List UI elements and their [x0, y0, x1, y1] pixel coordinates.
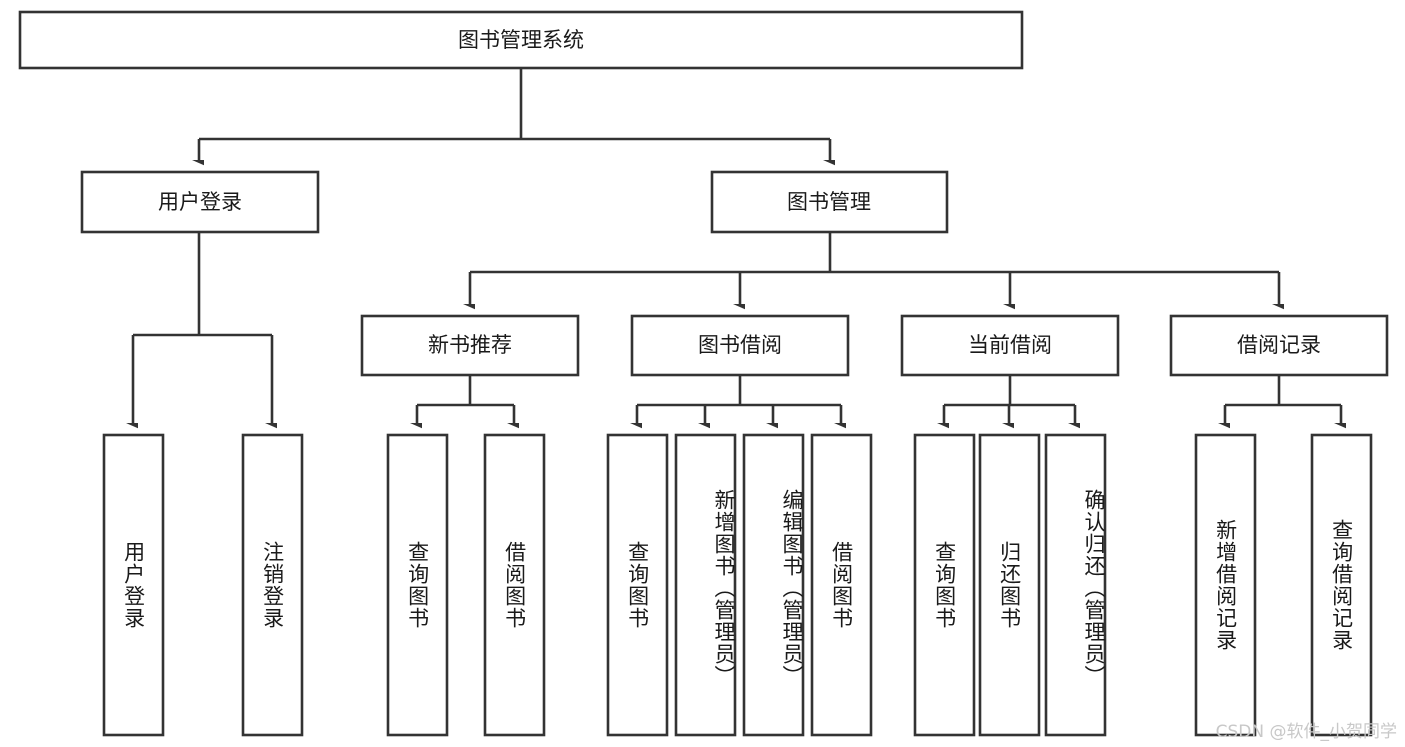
connector-book-borrow-children	[637, 375, 841, 423]
leaf-box-confirm-return-admin[interactable]	[1044, 433, 1107, 737]
connector-book-manage-to-level3	[470, 232, 1279, 304]
node-current-borrow-label: 当前借阅	[968, 333, 1052, 357]
node-book-borrow[interactable]: 图书借阅	[630, 314, 850, 377]
connector-user-login-children	[133, 232, 272, 423]
connector-borrow-record-children	[1225, 375, 1341, 423]
leaf-box-edit-book-admin[interactable]	[742, 433, 805, 737]
node-borrow-record[interactable]: 借阅记录	[1169, 314, 1389, 377]
connector-current-borrow-children	[944, 375, 1075, 423]
node-book-manage-label: 图书管理	[787, 190, 871, 214]
connector-root-to-level2	[199, 68, 830, 160]
node-borrow-record-label: 借阅记录	[1237, 333, 1321, 357]
connector-new-book-children	[417, 375, 514, 423]
node-new-book-recommend-label: 新书推荐	[428, 333, 512, 357]
node-root-label: 图书管理系统	[458, 28, 584, 52]
leaf-box-logout[interactable]	[241, 433, 304, 737]
node-book-manage[interactable]: 图书管理	[710, 170, 949, 234]
leaf-box-query-borrow-record[interactable]	[1310, 433, 1373, 737]
leaf-box-borrow-book-1[interactable]	[483, 433, 546, 737]
leaf-box-user-login[interactable]	[102, 433, 165, 737]
node-book-borrow-label: 图书借阅	[698, 333, 782, 357]
node-current-borrow[interactable]: 当前借阅	[900, 314, 1120, 377]
node-user-login[interactable]: 用户登录	[80, 170, 320, 234]
node-user-login-label: 用户登录	[158, 190, 242, 214]
leaf-box-return-book[interactable]	[978, 433, 1041, 737]
leaf-box-query-book-3[interactable]	[913, 433, 976, 737]
leaf-box-add-borrow-record[interactable]	[1194, 433, 1257, 737]
leaf-box-add-book-admin[interactable]	[674, 433, 737, 737]
node-root-system[interactable]: 图书管理系统	[18, 10, 1024, 70]
leaf-box-query-book-1[interactable]	[386, 433, 449, 737]
leaf-box-borrow-book-2[interactable]	[810, 433, 873, 737]
leaf-box-query-book-2[interactable]	[606, 433, 669, 737]
node-new-book-recommend[interactable]: 新书推荐	[360, 314, 580, 377]
